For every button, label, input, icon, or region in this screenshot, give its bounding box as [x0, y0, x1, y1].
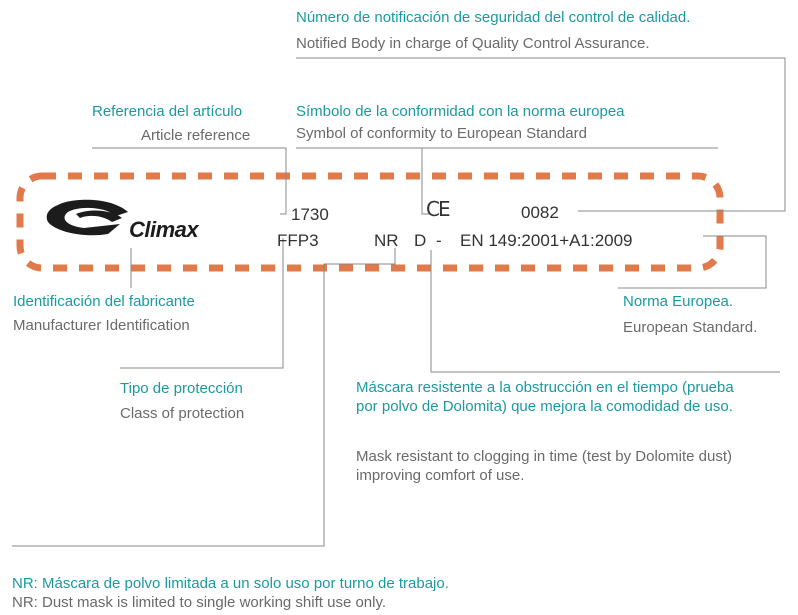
standard-label-en: European Standard.: [623, 319, 758, 336]
standard-label-es: Norma Europea.: [623, 293, 734, 310]
manufacturer-label-en: Manufacturer Identification: [13, 317, 190, 334]
climax-logo-mark: [46, 199, 128, 236]
leader-protection: [120, 238, 284, 369]
leader-standard: [618, 235, 767, 289]
ce-symbol-label-es: Símbolo de la conformidad con la norma e…: [296, 103, 625, 120]
manufacturer-label-es: Identificación del fabricante: [13, 293, 195, 310]
article-ref-label-en: Article reference: [141, 127, 251, 144]
leader-ce-drop: [421, 148, 430, 215]
marking-class: FFP3: [277, 231, 319, 250]
marking-dashed-border: [16, 172, 724, 272]
protection-label-en: Class of protection: [120, 405, 245, 422]
notified-body-label-es: Número de notificación de seguridad del …: [296, 9, 691, 26]
marking-article-number: 1730: [291, 205, 329, 224]
protection-label-es: Tipo de protección: [120, 380, 243, 397]
marking-notified-number: 0082: [521, 203, 559, 222]
leader-dolomite: [430, 250, 780, 373]
leader-notified-body: [296, 57, 786, 212]
climax-logo-text: Climax: [129, 217, 199, 242]
marking-dash: -: [436, 231, 442, 250]
marking-nr: NR: [374, 231, 399, 250]
marking-standard: EN 149:2001+A1:2009: [460, 231, 633, 250]
nr-note-es: NR: Máscara de polvo limitada a un solo …: [12, 575, 449, 592]
notified-body-label-en: Notified Body in charge of Quality Contr…: [296, 35, 650, 52]
ce-mark: CE: [426, 197, 451, 221]
leader-nr: [12, 248, 396, 547]
dolomite-label-es: Máscara resistente a la obstrucción en e…: [356, 379, 734, 415]
nr-note-en: NR: Dust mask is limited to single worki…: [12, 594, 387, 611]
dolomite-label-en: Mask resistant to clogging in time (test…: [356, 448, 732, 484]
leader-article-ref: [92, 147, 287, 215]
marking-d: D: [414, 231, 427, 250]
article-ref-label-es: Referencia del artículo: [92, 103, 243, 120]
ce-symbol-label-en: Symbol of conformity to European Standar…: [296, 125, 587, 142]
